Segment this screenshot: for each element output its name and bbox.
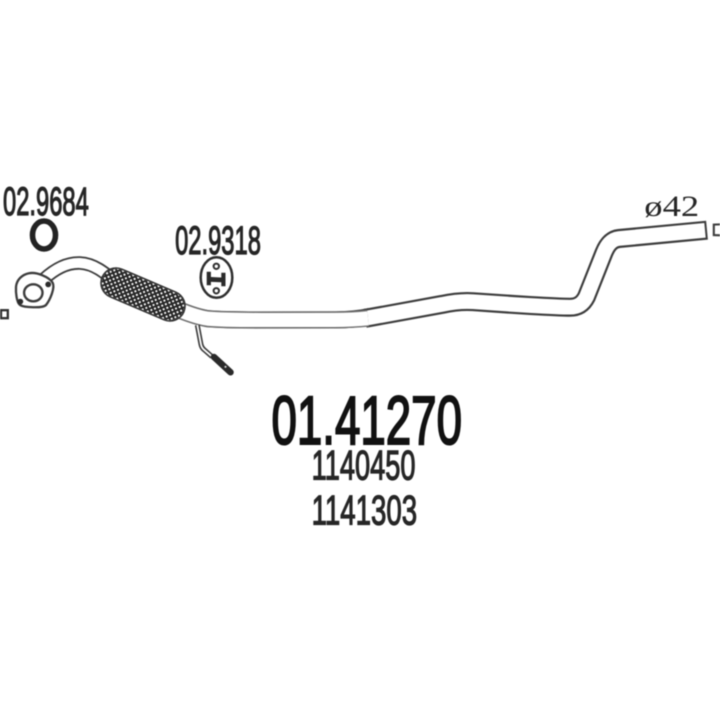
svg-text:02.9318: 02.9318	[175, 217, 261, 262]
svg-text:ø42: ø42	[644, 190, 699, 223]
svg-text:1141303: 1141303	[312, 487, 418, 534]
svg-text:01.41270: 01.41270	[272, 383, 462, 460]
svg-text:02.9684: 02.9684	[3, 179, 89, 224]
svg-text:1140450: 1140450	[312, 443, 416, 489]
